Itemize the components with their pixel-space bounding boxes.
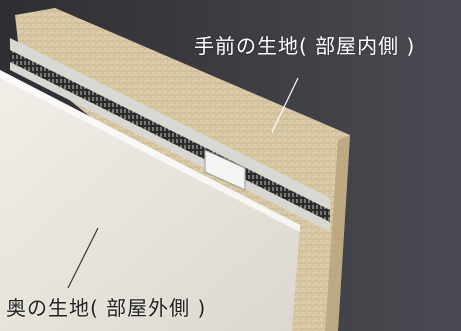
front-fabric-label: 手前の生地( 部屋内側 ) (194, 34, 416, 58)
back-fabric-label: 奥の生地( 部屋外側 ) (6, 296, 207, 320)
back-fabric-panel (0, 70, 300, 331)
back-fabric-top-edge (0, 70, 300, 232)
rail-slider (204, 149, 246, 191)
back-fabric-leader-line (67, 227, 99, 289)
rail-teeth (10, 50, 330, 222)
front-fabric-edge (325, 135, 350, 331)
front-fabric-leader-line (271, 77, 299, 133)
